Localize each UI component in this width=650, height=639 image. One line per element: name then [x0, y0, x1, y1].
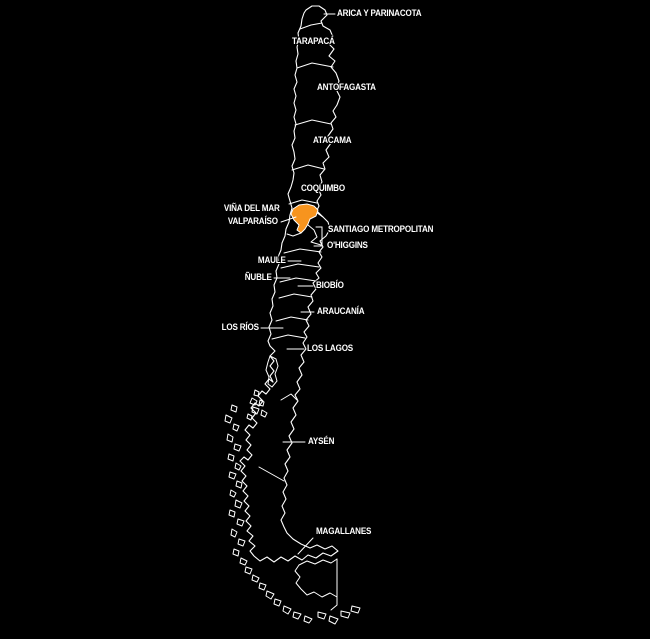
label-los-lagos: LOS LAGOS	[307, 343, 354, 354]
leader-santiago-ohiggins-bracket	[313, 226, 323, 247]
label-biobio: BIOBÍO	[316, 280, 344, 291]
label-coquimbo: COQUIMBO	[301, 183, 345, 194]
label-maule: MAULE	[258, 255, 286, 266]
leader-lines	[260, 13, 336, 555]
label-magallanes: MAGALLANES	[316, 526, 372, 537]
label-arica-y-parinacota: ARICA Y PARINACOTA	[337, 8, 422, 19]
leader-magallanes	[297, 537, 314, 555]
label-valparaiso: VALPARAÍSO	[227, 216, 278, 227]
label-antofagasta: ANTOFAGASTA	[317, 82, 376, 93]
label-ohiggins: O'HIGGINS	[327, 240, 368, 251]
label-aysen: AYSÉN	[308, 436, 335, 447]
mainland-outline[interactable]	[239, 5, 341, 563]
label-araucania: ARAUCANÍA	[317, 306, 365, 317]
label-atacama: ATACAMA	[313, 135, 352, 146]
region-valparaiso-shape[interactable]	[290, 203, 319, 234]
label-tarapaca: TARAPACÁ	[292, 36, 335, 47]
label-nuble: ÑUBLE	[245, 272, 272, 283]
label-los-rios: LOS RÍOS	[221, 322, 259, 333]
region-borders	[258, 22, 334, 482]
tierra-del-fuego	[294, 558, 338, 598]
islands	[224, 355, 361, 625]
label-vina-del-mar: VIÑA DEL MAR	[224, 203, 280, 214]
label-santiago-metropolitan: SANTIAGO METROPOLITAN	[328, 224, 434, 235]
leader-valparaiso	[280, 216, 297, 223]
